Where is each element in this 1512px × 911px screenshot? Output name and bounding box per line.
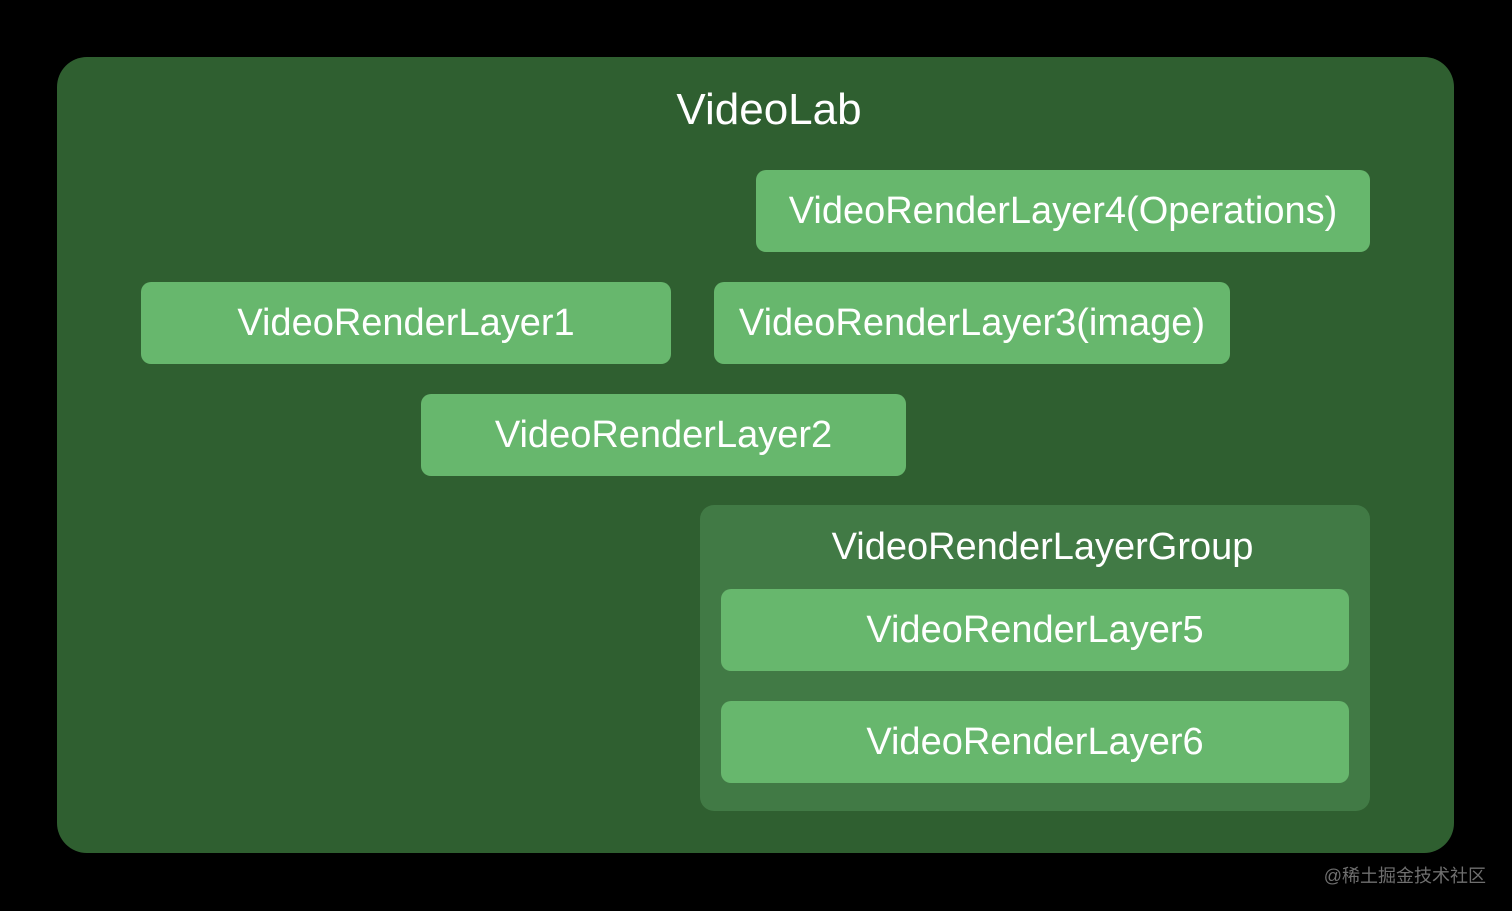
watermark: @稀土掘金技术社区	[1323, 866, 1486, 886]
video-render-layer-5: VideoRenderLayer5	[721, 589, 1349, 671]
video-render-layer-1: VideoRenderLayer1	[141, 282, 671, 364]
video-render-layer-2: VideoRenderLayer2	[421, 394, 906, 476]
videolab-title: VideoLab	[676, 85, 862, 134]
video-render-layer-group-title: VideoRenderLayerGroup	[831, 526, 1254, 568]
video-render-layer-6: VideoRenderLayer6	[721, 701, 1349, 783]
video-render-layer-4: VideoRenderLayer4(Operations)	[756, 170, 1370, 252]
video-render-layer-3: VideoRenderLayer3(image)	[714, 282, 1230, 364]
